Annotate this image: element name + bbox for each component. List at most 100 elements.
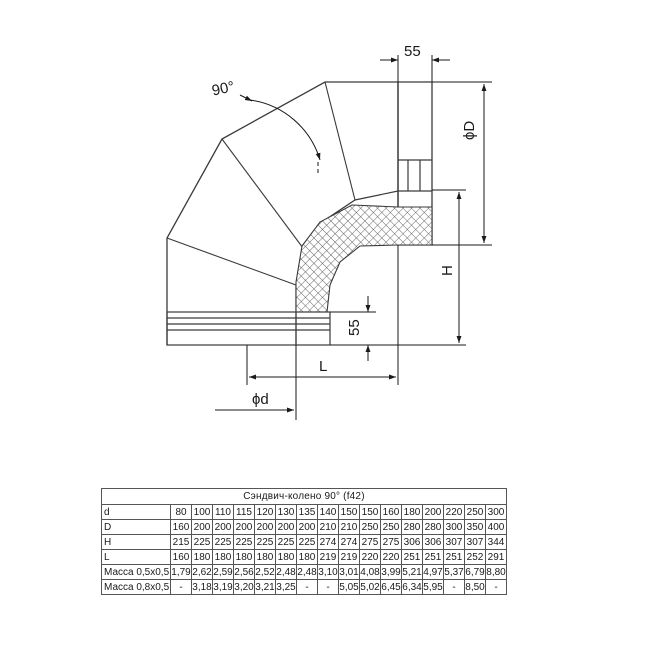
table-cell: 180 <box>401 504 423 520</box>
table-cell: 306 <box>401 534 423 550</box>
table-cell: 180 <box>275 549 297 565</box>
table-cell: 280 <box>422 519 444 535</box>
table-cell: 219 <box>317 549 339 565</box>
table-cell: 150 <box>359 504 381 520</box>
table-cell: 251 <box>443 549 465 565</box>
table-cell: 6,79 <box>464 564 486 580</box>
row-label: Масса 0,5х0,5 <box>101 564 171 580</box>
table-cell: 251 <box>401 549 423 565</box>
table-cell: 100 <box>191 504 213 520</box>
inner-diameter-label: ϕd <box>252 391 269 408</box>
table-cell: 5,02 <box>359 579 381 595</box>
table-cell: 1,79 <box>170 564 192 580</box>
table-cell: 250 <box>359 519 381 535</box>
table-cell: 225 <box>254 534 276 550</box>
table-cell: 307 <box>443 534 465 550</box>
table-row: L 160 180 180 180 180 180 180 219 219 22… <box>101 549 507 565</box>
inner-diameter-dimension <box>215 345 297 420</box>
table-cell: - <box>170 579 192 595</box>
table-cell: 80 <box>170 504 192 520</box>
table-cell: 274 <box>317 534 339 550</box>
table-cell: 225 <box>233 534 255 550</box>
table-cell: 135 <box>296 504 318 520</box>
table-cell: 8,80 <box>485 564 507 580</box>
table-cell: 2,59 <box>212 564 234 580</box>
table-cell: 200 <box>233 519 255 535</box>
table-cell: 6,45 <box>380 579 402 595</box>
elbow-technical-drawing: 90° 55 ϕD H 55 L ϕd <box>166 43 492 420</box>
table-cell: 2,56 <box>233 564 255 580</box>
table-cell: 5,37 <box>443 564 465 580</box>
table-cell: 344 <box>485 534 507 550</box>
table-cell: 250 <box>464 504 486 520</box>
table-row: D 160 200 200 200 200 200 200 210 210 25… <box>101 519 507 535</box>
table-cell: 210 <box>317 519 339 535</box>
table-cell: 180 <box>233 549 255 565</box>
table-cell: - <box>296 579 318 595</box>
table-cell: 210 <box>338 519 360 535</box>
table-caption-row: Сэндвич-колено 90° (f42) <box>101 488 507 505</box>
table-cell: 307 <box>464 534 486 550</box>
table-cell: 4,08 <box>359 564 381 580</box>
table-cell: 120 <box>254 504 276 520</box>
table-cell: 3,01 <box>338 564 360 580</box>
table-cell: 300 <box>485 504 507 520</box>
top-collar-dimension <box>380 55 450 82</box>
table-cell: 3,18 <box>191 579 213 595</box>
table-cell: 3,20 <box>233 579 255 595</box>
table-cell: 200 <box>212 519 234 535</box>
table-cell: 180 <box>296 549 318 565</box>
outer-diameter-label: ϕD <box>461 121 478 140</box>
table-cell: 306 <box>422 534 444 550</box>
table-cell: 200 <box>254 519 276 535</box>
elbow-segment-seams <box>166 81 356 286</box>
table-row: Масса 0,8х0,5 - 3,18 3,19 3,20 3,21 3,25… <box>101 579 507 595</box>
table-cell: 220 <box>380 549 402 565</box>
table-cell: 274 <box>338 534 360 550</box>
table-cell: 110 <box>212 504 234 520</box>
table-cell: 219 <box>338 549 360 565</box>
table-cell: 5,21 <box>401 564 423 580</box>
length-label: L <box>319 358 327 375</box>
table-cell: 280 <box>401 519 423 535</box>
table-cell: 350 <box>464 519 486 535</box>
table-cell: 2,62 <box>191 564 213 580</box>
table-cell: 220 <box>359 549 381 565</box>
table-cell: 252 <box>464 549 486 565</box>
row-label: d <box>101 504 171 520</box>
table-cell: 180 <box>254 549 276 565</box>
table-cell: 160 <box>170 549 192 565</box>
table-cell: 5,05 <box>338 579 360 595</box>
table-cell: 251 <box>422 549 444 565</box>
angle-indicator <box>239 94 321 175</box>
table-cell: 160 <box>380 504 402 520</box>
table-cell: 200 <box>422 504 444 520</box>
table-cell: 3,21 <box>254 579 276 595</box>
row-label: D <box>101 519 171 535</box>
table-title: Сэндвич-колено 90° (f42) <box>101 488 507 505</box>
table-cell: - <box>443 579 465 595</box>
table-cell: 225 <box>275 534 297 550</box>
table-cell: 200 <box>275 519 297 535</box>
table-cell: 160 <box>170 519 192 535</box>
table-cell: 150 <box>338 504 360 520</box>
table-cell: 140 <box>317 504 339 520</box>
table-cell: 3,99 <box>380 564 402 580</box>
table-cell: 300 <box>443 519 465 535</box>
height-label: H <box>439 265 456 276</box>
table-cell: - <box>485 579 507 595</box>
table-cell: 225 <box>191 534 213 550</box>
table-cell: 200 <box>191 519 213 535</box>
table-cell: 225 <box>296 534 318 550</box>
table-row: Масса 0,5х0,5 1,79 2,62 2,59 2,56 2,52 2… <box>101 564 507 580</box>
bottom-collar <box>166 311 331 346</box>
table-cell: - <box>317 579 339 595</box>
table-cell: 6,34 <box>401 579 423 595</box>
bottom-collar-dimension <box>330 296 376 361</box>
row-label: Масса 0,8х0,5 <box>101 579 171 595</box>
table-cell: 2,48 <box>275 564 297 580</box>
table-cell: 275 <box>359 534 381 550</box>
table-cell: 400 <box>485 519 507 535</box>
table-cell: 3,10 <box>317 564 339 580</box>
table-cell: 200 <box>296 519 318 535</box>
